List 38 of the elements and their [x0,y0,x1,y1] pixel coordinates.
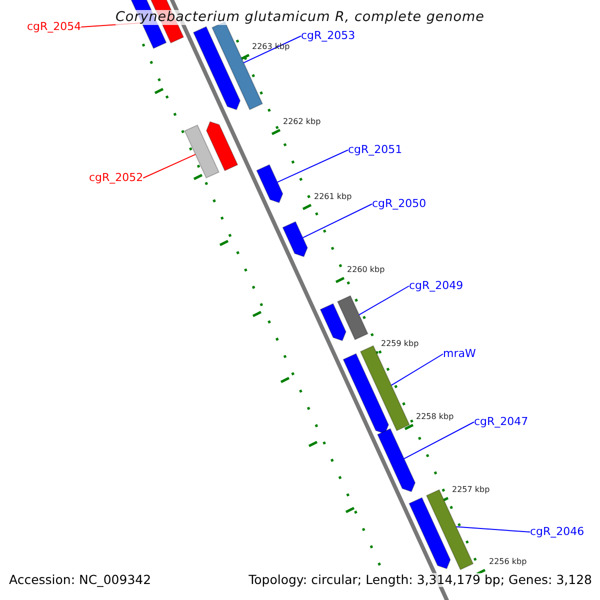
scale-label: 2256 kbp [489,558,527,567]
gene-label: cgR_2054 [27,21,82,34]
scale-label: 2258 kbp [416,413,454,422]
gene-label: cgR_2049 [409,280,464,292]
scale-label: 2262 kbp [283,118,321,127]
gene-label: mraW [443,348,476,360]
gene-shape [282,221,308,258]
leader-line [456,526,530,532]
leader-line [243,36,302,64]
gene-label: cgR_2047 [474,416,528,428]
gene-label: cgR_2051 [348,144,402,156]
gene-label: cgR_2050 [372,198,426,210]
gene-label: cgR_2052 [89,172,144,184]
gene-label: cgR_2053 [301,30,356,42]
scale-label: 2260 kbp [347,266,385,275]
leader-line [390,354,444,386]
gene-shape [376,428,416,492]
gene-shape [336,295,368,340]
scale-label: 2257 kbp [452,486,490,495]
gene-shape [342,353,390,434]
leader-line [276,150,348,183]
leader-line [358,286,410,316]
leader-line [142,154,196,178]
footer-text: Accession: NC_009342 [9,573,152,587]
leader-line [302,204,372,238]
gene-shape [256,164,284,204]
gene-shape [184,124,220,179]
scale-label: 2263 kbp [252,43,290,52]
diagram-title: Corynebacterium glutamicum R, complete genome [116,10,484,25]
gene-shape [192,26,241,110]
scale-label: 2259 kbp [381,340,419,349]
gene-shape [408,497,451,570]
gene-label: cgR_2046 [530,526,584,538]
scale-label: 2261 kbp [314,193,352,202]
footer-text: Topology: circular; Length: 3,314,179 bp; Genes: 3,128 [248,573,592,587]
gene-shape [206,121,238,172]
gene-shape [320,303,346,342]
leader-line [404,422,474,460]
